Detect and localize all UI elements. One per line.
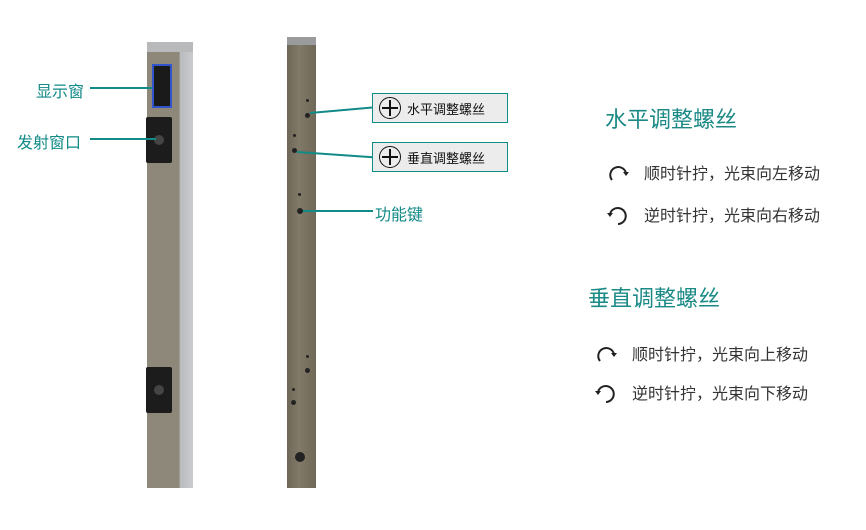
hole: [291, 400, 296, 405]
display-leader-line: [90, 87, 152, 89]
display-window: [152, 64, 172, 108]
vertical-legend-title: 垂直调整螺丝: [588, 287, 721, 312]
horizontal-ccw-row: 逆时针拧，光束向右移动: [606, 202, 820, 226]
emitter-window-label: 发射窗口: [17, 133, 82, 152]
vertical-screw-label: 垂直调整螺丝: [407, 151, 486, 167]
hole: [293, 134, 296, 137]
hole: [306, 99, 309, 102]
display-window-label: 显示窗: [36, 82, 85, 101]
horizontal-cw-row: 顺时针拧，光束向左移动: [606, 160, 820, 184]
hole: [306, 355, 309, 358]
function-key-leader-line: [303, 210, 373, 212]
horizontal-cw-text: 顺时针拧，光束向左移动: [644, 164, 821, 183]
emitter-window-bottom: [146, 367, 172, 413]
clockwise-arrow-icon: [609, 166, 629, 181]
hole: [298, 193, 301, 196]
counterclockwise-arrow-icon: [607, 207, 627, 225]
left-device-bar: [147, 42, 193, 488]
vertical-screw-hole: [292, 148, 297, 153]
clockwise-arrow-icon: [597, 347, 617, 362]
vertical-screw-callout: 垂直调整螺丝: [372, 142, 508, 172]
horizontal-leader-line: [309, 106, 374, 114]
vertical-ccw-text: 逆时针拧，光束向下移动: [632, 384, 809, 403]
horizontal-ccw-text: 逆时针拧，光束向右移动: [644, 206, 821, 225]
counterclockwise-arrow-icon: [595, 385, 615, 403]
function-key-label: 功能键: [375, 205, 424, 224]
vertical-ccw-row: 逆时针拧，光束向下移动: [594, 380, 808, 404]
screw-plus-icon: [379, 97, 401, 119]
horizontal-legend-title: 水平调整螺丝: [605, 108, 738, 133]
right-device-bar: [287, 37, 316, 488]
vertical-cw-text: 顺时针拧，光束向上移动: [632, 345, 809, 364]
horizontal-screw-callout: 水平调整螺丝: [372, 93, 508, 123]
hole: [295, 452, 305, 462]
horizontal-screw-hole: [305, 113, 310, 118]
function-key-hole: [297, 208, 303, 214]
hole: [292, 388, 295, 391]
hole: [305, 368, 310, 373]
vertical-cw-row: 顺时针拧，光束向上移动: [594, 341, 808, 365]
emitter-window-top: [146, 117, 172, 163]
horizontal-screw-label: 水平调整螺丝: [407, 102, 486, 118]
right-device-cap: [287, 37, 316, 45]
left-device-cap: [147, 42, 193, 52]
emitter-leader-line: [90, 138, 156, 140]
screw-plus-icon: [379, 146, 401, 168]
